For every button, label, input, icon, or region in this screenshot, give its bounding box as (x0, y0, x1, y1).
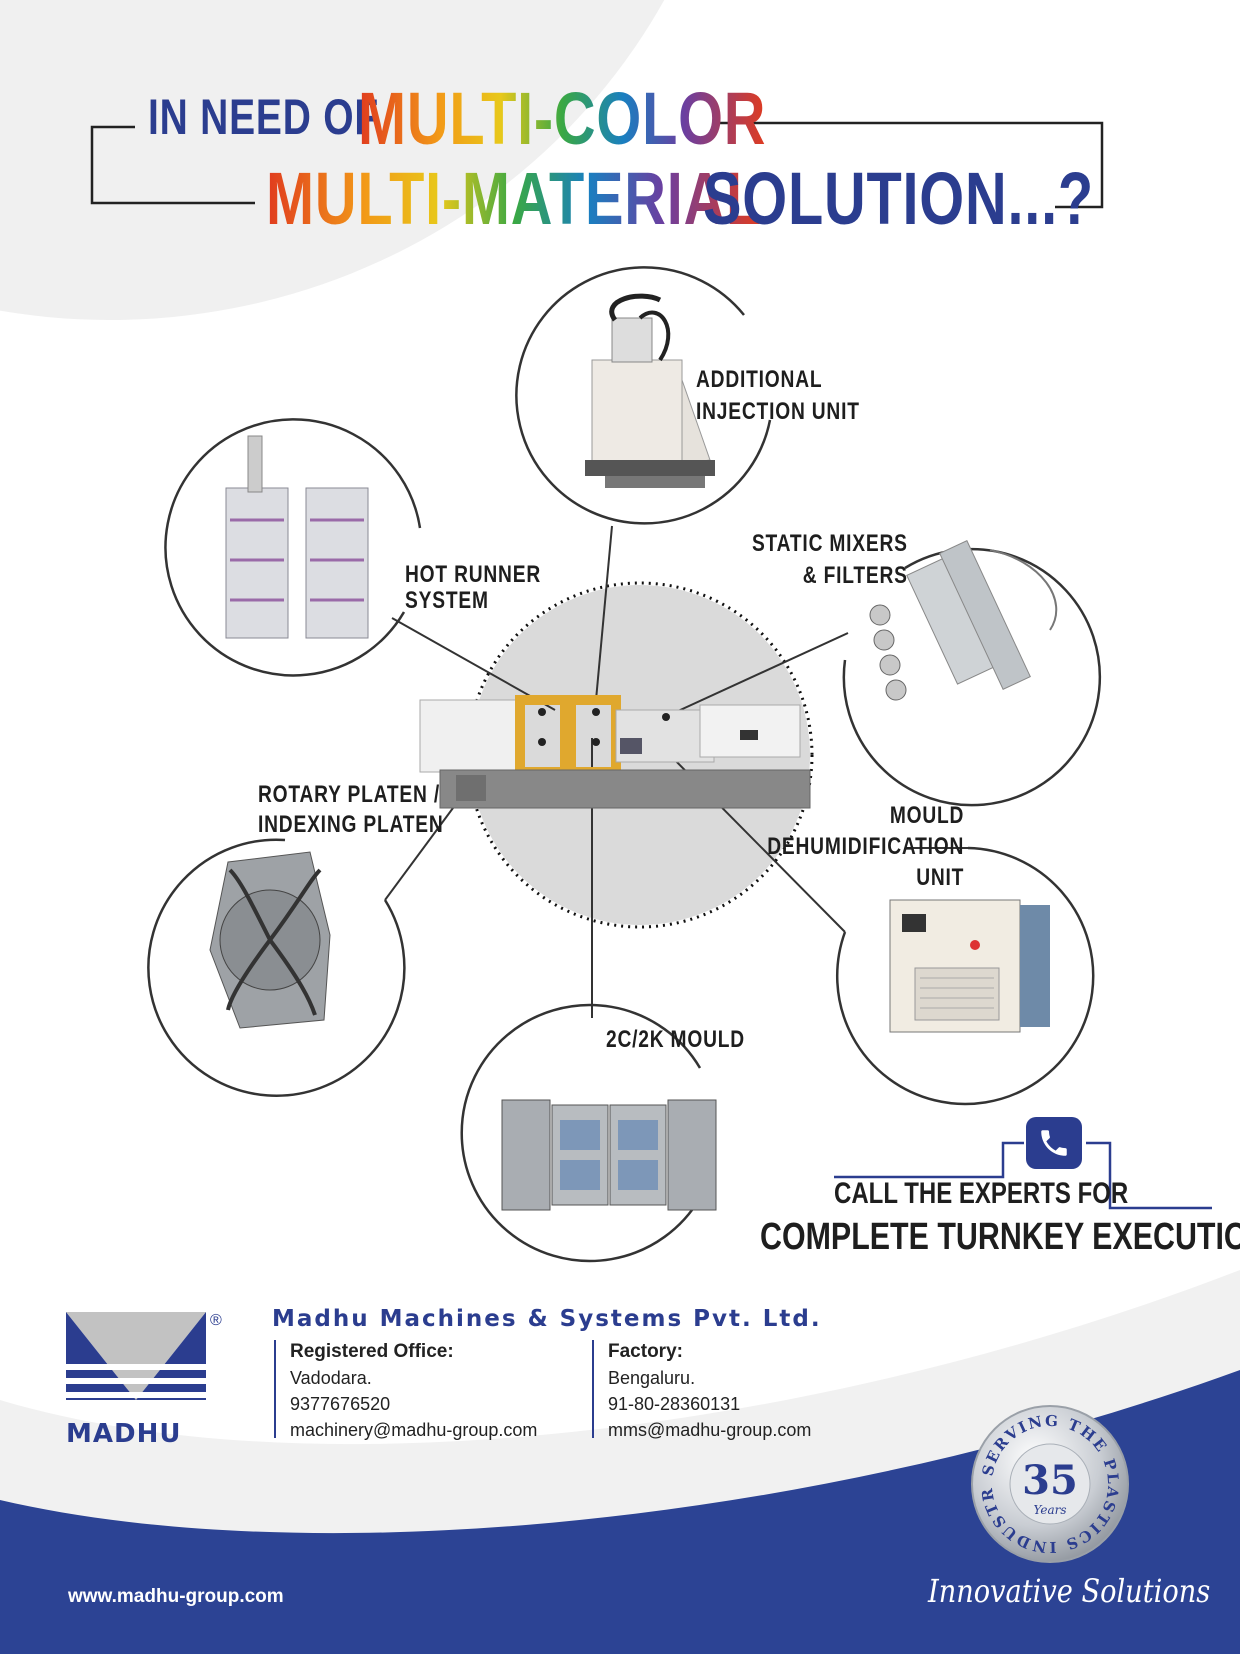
registered-email-link[interactable]: machinery@madhu-group.com (290, 1420, 538, 1440)
circle-hot-runner (164, 418, 422, 677)
circle-dehumidifier (835, 846, 1095, 1106)
label-static-mixers: STATIC MIXERS & FILTERS (752, 530, 908, 589)
label-rotary-platen: ROTARY PLATEN / INDEXING PLATEN (258, 781, 444, 838)
headline-color-2: MULTI-MATERIAL (266, 157, 763, 240)
madhu-logo-mark (66, 1312, 206, 1400)
footer-wave (0, 1270, 1240, 1654)
headline-color-1: MULTI-COLOR (358, 77, 767, 160)
mould-2c-image (501, 1099, 717, 1211)
label-2c-mould: 2C/2K MOULD (606, 1026, 745, 1053)
hot-runner-image (225, 435, 369, 639)
badge-number: 35 (1022, 1457, 1078, 1504)
phone-glyph (1041, 1130, 1067, 1156)
headline-plain-2: SOLUTION...? (703, 157, 1094, 240)
circle-2c-mould (460, 1003, 702, 1263)
badge-years: Years (1033, 1503, 1066, 1517)
label-dehumidifier: MOULD DEHUMIDIFICATION UNIT (767, 802, 964, 891)
website-link[interactable]: www.madhu-group.com (68, 1586, 284, 1607)
label-injection-unit: ADDITIONAL INJECTION UNIT (696, 366, 860, 425)
circle-injection-unit (515, 266, 772, 525)
dehumidifier-image (889, 899, 1050, 1033)
factory-office: Factory: Bengaluru. 91-80-28360131 mms@m… (608, 1339, 811, 1443)
company-name: Madhu Machines & Systems Pvt. Ltd. (272, 1306, 822, 1332)
machine-diagram (147, 266, 1212, 1263)
divider-2 (592, 1340, 594, 1438)
cta-line-2: COMPLETE TURNKEY EXECUTION (760, 1216, 1240, 1258)
registered-mark: ® (210, 1312, 222, 1329)
registered-office: Registered Office: Vadodara. 9377676520 … (290, 1339, 537, 1443)
static-mixers-image (869, 540, 1058, 701)
phone-icon (1026, 1117, 1082, 1169)
logo-text: MADHU (66, 1419, 182, 1449)
anniversary-badge: SERVING THE PLASTICS INDUSTRY 35 Years (970, 1404, 1129, 1563)
divider-1 (274, 1340, 276, 1438)
tagline: Innovative Solutions (928, 1572, 1211, 1610)
cta-line-1: CALL THE EXPERTS FOR (834, 1177, 1129, 1210)
injection-unit-image (585, 293, 715, 488)
headline-frame (90, 121, 1104, 209)
headline-plain-1: IN NEED OF (148, 89, 379, 145)
rotary-platen-image (209, 851, 331, 1029)
injection-molding-machine (419, 695, 811, 809)
label-hot-runner: HOT RUNNER SYSTEM (405, 561, 541, 614)
circle-rotary-platen (147, 838, 406, 1097)
factory-email-link[interactable]: mms@madhu-group.com (608, 1420, 812, 1440)
